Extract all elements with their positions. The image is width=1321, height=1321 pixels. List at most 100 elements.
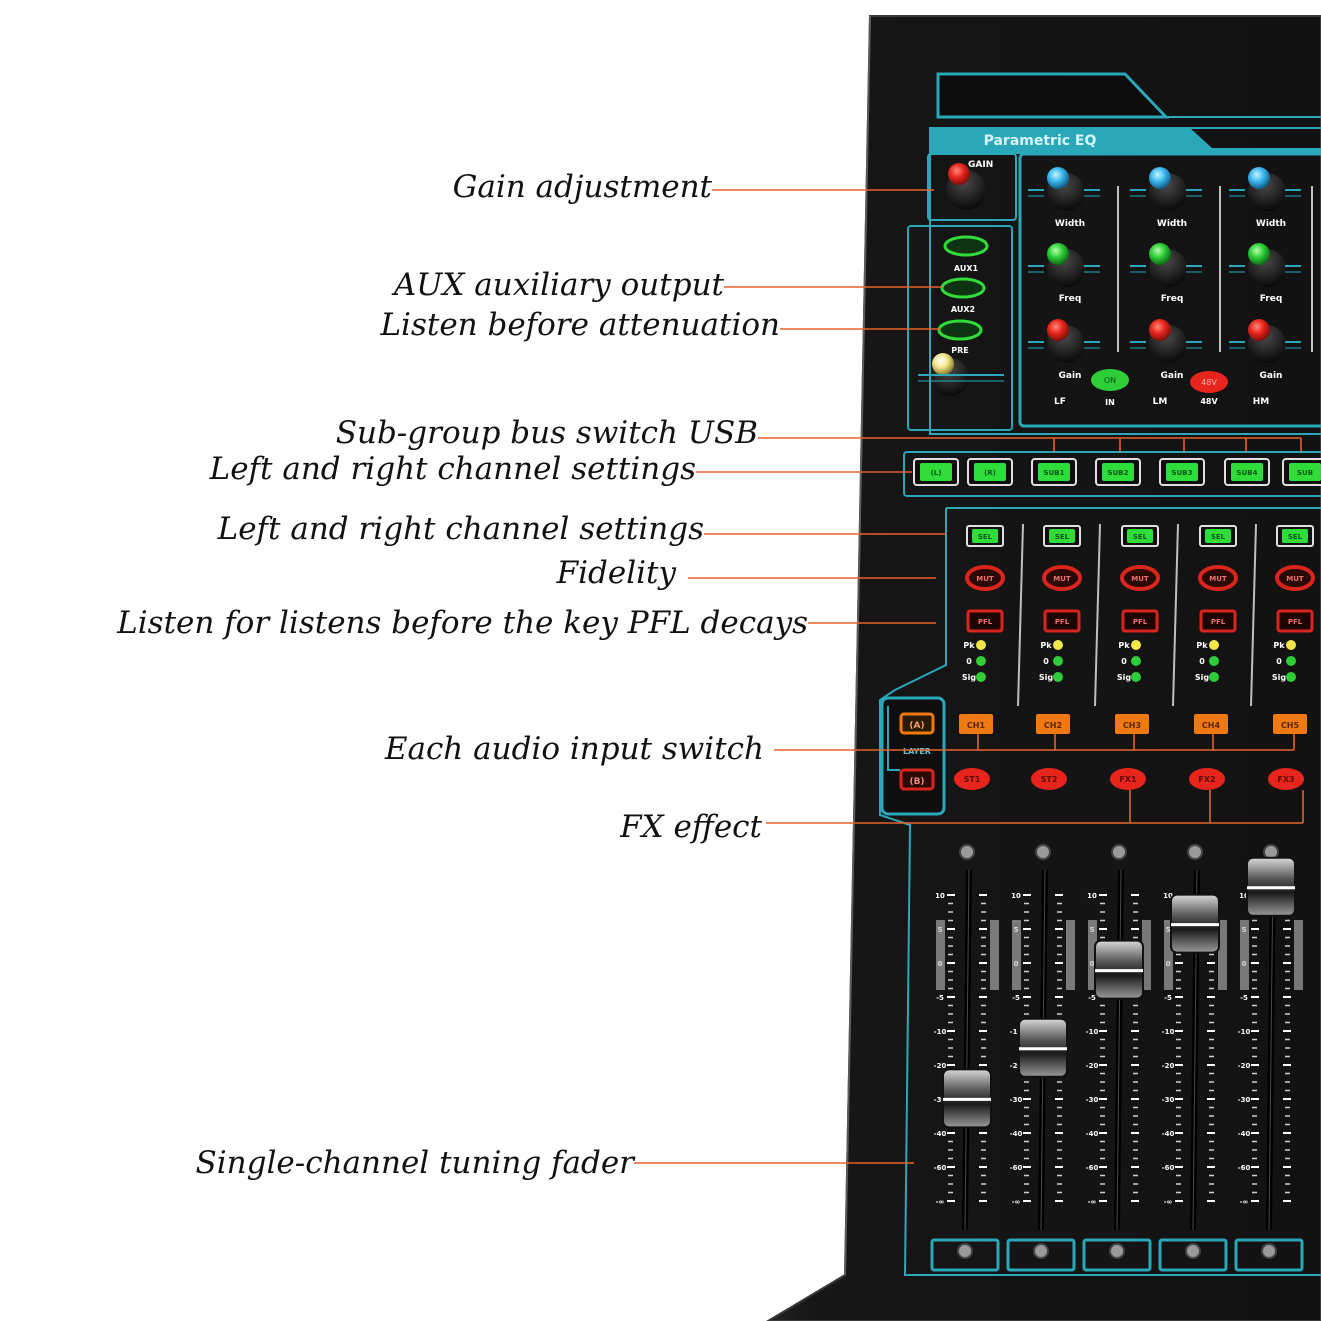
fader-strip-5: 1050-5-10-20-30-40-60-∞ bbox=[1234, 844, 1304, 1272]
bus-button-4[interactable] bbox=[1095, 458, 1141, 486]
input-button-5[interactable] bbox=[1273, 714, 1307, 734]
aux1-button[interactable] bbox=[943, 235, 989, 257]
pfl-button-2[interactable] bbox=[1043, 609, 1081, 633]
mute-label: MUT bbox=[1053, 575, 1071, 583]
pan-knob[interactable] bbox=[931, 353, 969, 396]
fader-strip-3: 1050-5-10-20-30-40-60-∞ bbox=[1082, 844, 1152, 1272]
eq-knob-cap bbox=[1047, 243, 1069, 265]
pfl-button-4[interactable] bbox=[1199, 609, 1237, 633]
sel-button-5[interactable] bbox=[1276, 525, 1314, 547]
fader-scale-label: -10 bbox=[934, 1028, 947, 1036]
sel-button-3[interactable] bbox=[1121, 525, 1159, 547]
bus-button-1[interactable] bbox=[913, 458, 959, 486]
meter-led-0 bbox=[1053, 656, 1063, 666]
eq-param-label: Gain bbox=[1161, 371, 1184, 381]
fx-button-3[interactable] bbox=[1110, 768, 1146, 790]
layer-b-button[interactable] bbox=[899, 768, 935, 791]
fader-cap-2[interactable] bbox=[1018, 1017, 1068, 1078]
mute-label: MUT bbox=[1131, 575, 1149, 583]
meter-led-0 bbox=[976, 656, 986, 666]
bus-button-5[interactable] bbox=[1159, 458, 1205, 486]
eq-knob-1-1[interactable] bbox=[1047, 167, 1085, 211]
bus-button-2[interactable] bbox=[967, 458, 1013, 486]
eq-knob-3-2[interactable] bbox=[1248, 243, 1286, 287]
eq-knob-3-3[interactable] bbox=[1248, 319, 1286, 363]
input-button-face bbox=[1194, 714, 1228, 734]
mute-button-3[interactable] bbox=[1120, 565, 1160, 591]
eq-title: Parametric EQ bbox=[984, 133, 1097, 149]
fader-screw-top bbox=[1111, 844, 1127, 860]
sel-button-4[interactable] bbox=[1199, 525, 1237, 547]
meter-0-label: 0 bbox=[1043, 657, 1049, 666]
eq-knob-2-2[interactable] bbox=[1149, 243, 1187, 287]
fx-button-label: FX3 bbox=[1277, 775, 1294, 784]
fx-button-face bbox=[1268, 768, 1304, 790]
layer-a-button[interactable] bbox=[899, 712, 935, 735]
phantom-48v-button[interactable] bbox=[1190, 371, 1228, 393]
input-button-1[interactable] bbox=[959, 714, 993, 734]
fader-scale-hatch bbox=[1218, 920, 1227, 990]
fader-cap-4[interactable] bbox=[1170, 893, 1220, 954]
fader-cap-1[interactable] bbox=[942, 1068, 992, 1129]
fader-scale-label: -20 bbox=[1086, 1062, 1099, 1070]
eq-knob-2-1[interactable] bbox=[1149, 167, 1187, 211]
pfl-button-3[interactable] bbox=[1121, 609, 1159, 633]
sel-button-1[interactable] bbox=[966, 525, 1004, 547]
fader-scale-hatch bbox=[1012, 920, 1021, 990]
mute-ring bbox=[1120, 565, 1160, 591]
meter-led-pk bbox=[976, 640, 986, 650]
fader-scale-label: -40 bbox=[1086, 1130, 1099, 1138]
fx-button-1[interactable] bbox=[954, 768, 990, 790]
mute-button-4[interactable] bbox=[1198, 565, 1238, 591]
mute-button-2[interactable] bbox=[1042, 565, 1082, 591]
sel-button-2[interactable] bbox=[1043, 525, 1081, 547]
fader-cap-5[interactable] bbox=[1246, 856, 1296, 917]
mute-button-1[interactable] bbox=[965, 565, 1005, 591]
fader-screw-bottom bbox=[1033, 1243, 1049, 1259]
fader-scale-label: -∞ bbox=[936, 1198, 945, 1206]
input-button-3[interactable] bbox=[1115, 714, 1149, 734]
fader-cap-3[interactable] bbox=[1094, 939, 1144, 1000]
meter-sig-label: Sig bbox=[1272, 673, 1287, 682]
pfl-button-1[interactable] bbox=[966, 609, 1004, 633]
fx-button-face bbox=[1110, 768, 1146, 790]
eq-knob-1-3[interactable] bbox=[1047, 319, 1085, 363]
mute-button-5[interactable] bbox=[1275, 565, 1315, 591]
pre-button[interactable] bbox=[937, 319, 983, 341]
fader-scale-hatch bbox=[1066, 920, 1075, 990]
fader-scale-label: -5 bbox=[1240, 994, 1248, 1002]
in-button[interactable] bbox=[1091, 369, 1129, 391]
fader-screw-bottom bbox=[957, 1243, 973, 1259]
meter-pk-label: Pk bbox=[1040, 641, 1052, 650]
eq-knob-1-2[interactable] bbox=[1047, 243, 1085, 287]
mute-ring bbox=[1198, 565, 1238, 591]
bus-button-label: SUB2 bbox=[1108, 469, 1129, 477]
sel-label: SEL bbox=[1288, 533, 1303, 541]
fx-button-2[interactable] bbox=[1031, 768, 1067, 790]
fader-scale-label: -30 bbox=[1010, 1096, 1023, 1104]
bus-button-face bbox=[1289, 463, 1321, 481]
fader-scale-label: -5 bbox=[1012, 994, 1020, 1002]
phantom-48v-label: 48V bbox=[1200, 397, 1218, 406]
eq-knob-3-1[interactable] bbox=[1248, 167, 1286, 211]
bus-button-3[interactable] bbox=[1031, 458, 1077, 486]
pfl-bezel bbox=[1199, 609, 1237, 633]
bus-button-label: SUB1 bbox=[1044, 469, 1065, 477]
fader-scale-label: 10 bbox=[1239, 892, 1249, 900]
eq-param-label: Width bbox=[1055, 219, 1085, 229]
gain-knob[interactable] bbox=[946, 163, 986, 210]
fader-screw-bottom bbox=[1109, 1243, 1125, 1259]
input-button-label: CH2 bbox=[1044, 721, 1062, 730]
bus-button-6[interactable] bbox=[1224, 458, 1270, 486]
fader-scale-label: -∞ bbox=[1012, 1198, 1021, 1206]
eq-knob-2-3[interactable] bbox=[1149, 319, 1187, 363]
bus-button-7[interactable] bbox=[1282, 458, 1321, 486]
fx-button-4[interactable] bbox=[1189, 768, 1225, 790]
fx-button-5[interactable] bbox=[1268, 768, 1304, 790]
aux2-button[interactable] bbox=[940, 277, 986, 299]
input-button-4[interactable] bbox=[1194, 714, 1228, 734]
pfl-button-5[interactable] bbox=[1276, 609, 1314, 633]
input-button-2[interactable] bbox=[1036, 714, 1070, 734]
